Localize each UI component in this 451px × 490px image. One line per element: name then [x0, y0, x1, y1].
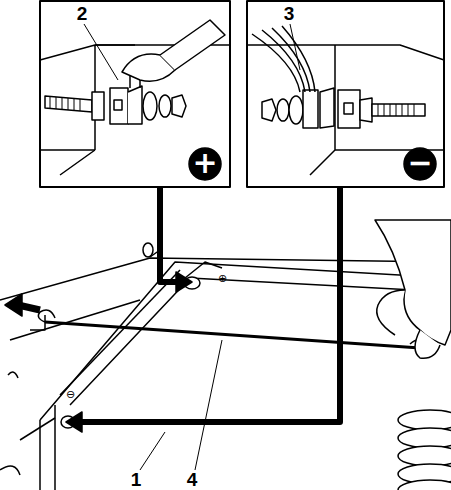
leader-line — [84, 24, 118, 80]
bolt-head — [92, 92, 104, 120]
bolt — [372, 104, 425, 116]
nut — [262, 99, 276, 121]
battery-body: ⊕ ⊖ — [0, 258, 451, 490]
spring-coil — [398, 410, 451, 430]
terminal-post — [128, 86, 142, 124]
clamp-slot — [114, 100, 122, 110]
bar — [45, 322, 420, 348]
spring-coil — [398, 428, 451, 448]
polarity-mark: ⊖ — [66, 388, 75, 401]
tray-mark — [8, 372, 18, 378]
clamp — [110, 88, 128, 124]
pointer-line — [160, 186, 178, 282]
negative-cables — [252, 26, 315, 92]
hand-back — [375, 220, 451, 345]
inset-frame — [247, 1, 444, 187]
pointer-head — [176, 272, 192, 292]
battery-lid-line — [70, 278, 451, 405]
spring-coil — [398, 446, 451, 466]
callout-number: 1 — [131, 470, 142, 489]
callout-number: 4 — [187, 470, 198, 489]
polarity-circle — [189, 148, 221, 180]
terminals — [20, 240, 222, 440]
battery-lid-line — [60, 270, 180, 395]
hold-down-bar — [5, 294, 430, 355]
negative-cable — [20, 418, 55, 440]
pointer-head — [66, 412, 82, 432]
hand-finger — [377, 290, 405, 335]
positive-cable — [160, 20, 225, 70]
bolt-thread — [378, 104, 414, 116]
positive-cable — [185, 262, 222, 278]
tray-post — [143, 243, 153, 257]
bolt — [45, 96, 92, 112]
clamp — [338, 90, 360, 128]
removal-arrow — [5, 294, 22, 316]
terminal-block — [40, 45, 230, 150]
leader-line — [140, 432, 165, 470]
pointer-arrows — [66, 186, 340, 432]
spring-coil — [398, 480, 451, 490]
pointer-line — [80, 186, 340, 422]
hand — [375, 220, 451, 358]
leader-line — [195, 340, 222, 470]
washer — [277, 99, 289, 121]
polarity-symbol: − — [407, 148, 432, 178]
spring — [398, 410, 451, 490]
polarity-mark: ⊕ — [218, 272, 227, 285]
tray-edge — [0, 466, 20, 475]
nut — [172, 95, 186, 117]
bar-clip — [30, 315, 45, 330]
bolt-thread — [50, 97, 80, 111]
leader-line — [290, 24, 300, 70]
terminal-post — [320, 88, 334, 128]
callout-number: 3 — [284, 4, 295, 23]
washer — [159, 95, 171, 117]
inset-frame — [40, 1, 230, 187]
clamp-slot — [344, 103, 353, 114]
hand-thumb — [415, 330, 440, 358]
polarity-circle — [404, 148, 436, 180]
bar-hook — [38, 310, 55, 322]
callout-number: 2 — [77, 4, 88, 23]
washer — [289, 96, 303, 124]
bolt-head — [360, 98, 372, 122]
negative-inset — [247, 1, 444, 187]
polarity-symbol: + — [192, 148, 217, 178]
battery-edge — [39, 420, 41, 490]
battery-top — [40, 262, 451, 420]
washer — [143, 92, 157, 120]
cable-lug — [303, 90, 318, 128]
positive-inset — [40, 1, 230, 187]
